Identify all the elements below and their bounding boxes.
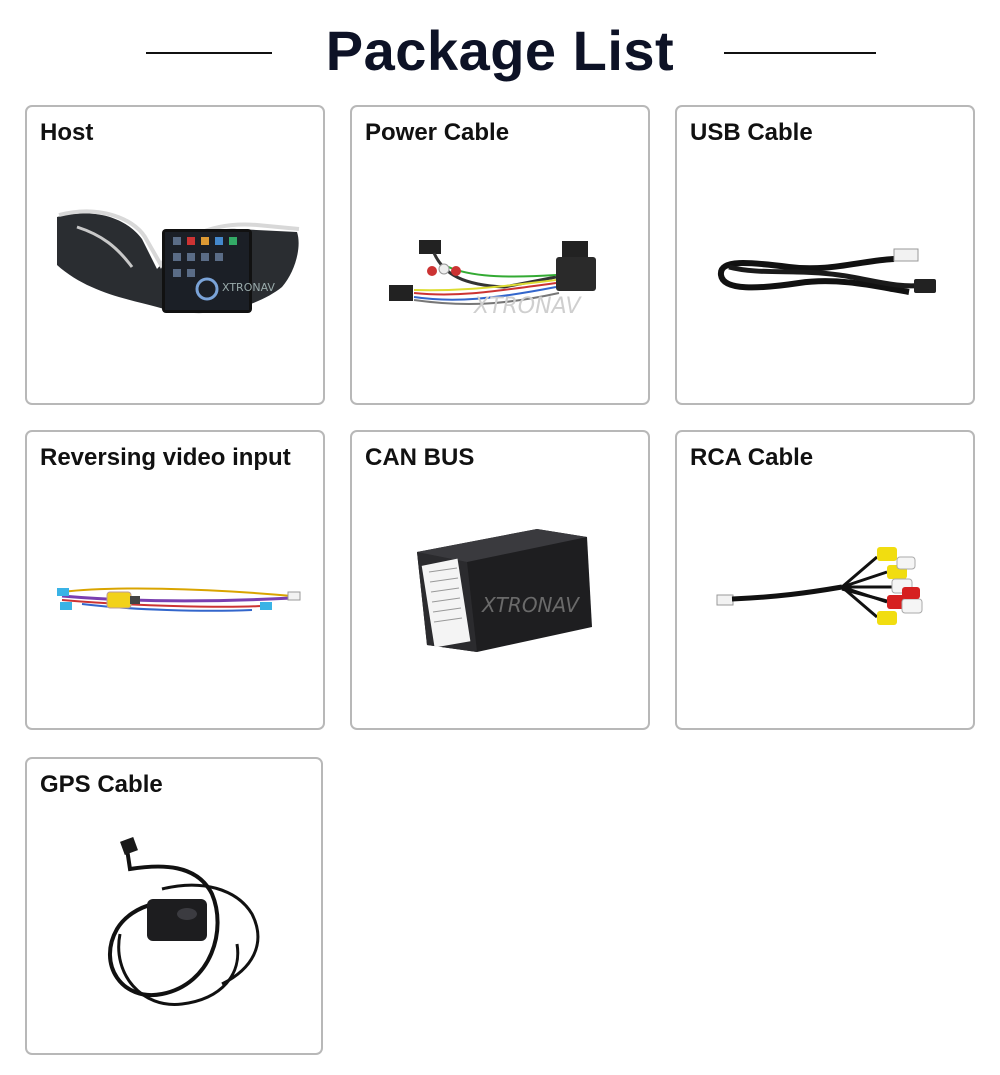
page-title: Package List bbox=[325, 19, 675, 82]
package-item-host: Host XTRONAV bbox=[25, 105, 325, 405]
title-divider-right bbox=[724, 52, 876, 54]
canbus-decoder-box-image: XTRONAV bbox=[417, 529, 592, 652]
package-item-reversing-video: Reversing video input bbox=[25, 430, 325, 730]
watermark-text: XTRONAV bbox=[481, 593, 580, 617]
usb-cable-image bbox=[718, 248, 936, 295]
reversing-video-cable-image bbox=[57, 587, 301, 612]
package-item-canbus: CAN BUS XTRONAV bbox=[350, 430, 650, 730]
item-label: RCA Cable bbox=[690, 444, 814, 471]
item-label: USB Cable bbox=[690, 119, 813, 146]
item-label: Power Cable bbox=[365, 119, 510, 146]
gps-antenna-image bbox=[107, 837, 260, 1006]
item-label: Host bbox=[40, 119, 94, 146]
watermark-text: XTRONAV bbox=[473, 294, 583, 319]
item-label: Reversing video input bbox=[40, 444, 291, 471]
power-cable-harness-image: XTRONAV bbox=[389, 240, 596, 319]
package-item-gps-cable: GPS Cable bbox=[25, 757, 323, 1055]
page-header: Package List bbox=[0, 18, 1000, 88]
package-item-rca-cable: RCA Cable bbox=[675, 430, 975, 730]
watermark-text: XTRONAV bbox=[222, 281, 275, 294]
package-item-usb-cable: USB Cable bbox=[675, 105, 975, 405]
car-stereo-host-image: XTRONAV bbox=[57, 209, 300, 314]
title-divider-left bbox=[146, 52, 272, 54]
package-item-power-cable: Power Cable XTRONAV bbox=[350, 105, 650, 405]
item-label: CAN BUS bbox=[365, 444, 475, 471]
item-label: GPS Cable bbox=[40, 771, 163, 798]
rca-cable-image bbox=[716, 547, 923, 625]
